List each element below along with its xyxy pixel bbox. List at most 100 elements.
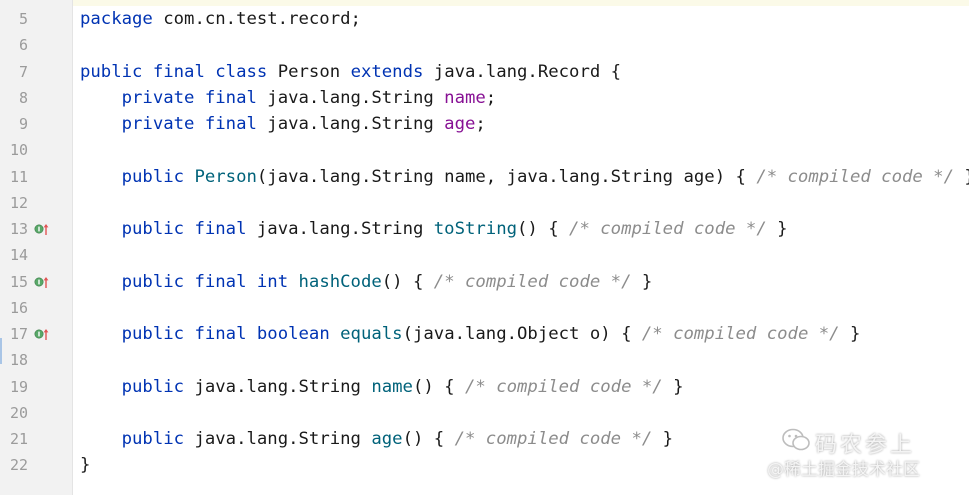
code-token: /* compiled code */ — [433, 271, 632, 292]
code-token — [80, 377, 122, 397]
code-token: /* compiled code */ — [454, 429, 653, 449]
code-text: private final java.lang.String name; — [80, 85, 497, 111]
code-token: name — [371, 376, 413, 397]
code-token: } — [80, 455, 91, 476]
code-token: public — [121, 376, 195, 397]
code-line[interactable]: 18 — [0, 347, 969, 373]
code-token: private — [121, 87, 205, 108]
line-number: 22 — [9, 456, 28, 475]
change-marker — [0, 338, 2, 364]
line-number: 16 — [9, 298, 28, 317]
watermark-title: 码农参上 — [815, 433, 916, 458]
code-token: } — [652, 429, 674, 449]
code-line[interactable]: 10 — [0, 137, 969, 163]
code-token: toString — [433, 219, 518, 239]
code-token: private — [121, 114, 205, 134]
code-text: public final class Person extends java.l… — [80, 59, 621, 85]
editor-top-strip — [0, 0, 969, 6]
code-token: final — [152, 61, 216, 82]
code-token: age — [371, 429, 403, 449]
code-token: /* compiled code */ — [756, 166, 954, 187]
code-token: Person — [194, 166, 257, 187]
code-token: int — [256, 271, 299, 292]
code-token: public — [121, 219, 195, 239]
code-token: final — [204, 114, 268, 134]
line-number: 19 — [9, 377, 28, 396]
code-token — [80, 324, 122, 344]
code-line[interactable]: 22} — [0, 452, 969, 478]
code-line[interactable]: 7 public final class Person extends java.… — [0, 59, 969, 85]
code-line[interactable]: 19 public java.lang.String name() { /* c… — [0, 374, 969, 400]
line-number: 13 — [9, 220, 28, 238]
code-line[interactable]: 21 public java.lang.String age() { /* co… — [0, 426, 969, 452]
code-token — [80, 272, 122, 292]
code-token: ; — [485, 87, 497, 108]
code-token — [80, 429, 122, 449]
line-number: 21 — [9, 430, 28, 448]
code-line[interactable]: 11 public Person(java.lang.String name, … — [0, 164, 969, 190]
code-line[interactable]: 9 private final java.lang.String age; — [0, 111, 969, 137]
code-text: public Person(java.lang.String name, jav… — [80, 164, 969, 190]
code-token: java.lang.String — [267, 87, 445, 108]
code-token: (java.lang.Object o) { — [402, 324, 642, 344]
code-token: } — [662, 376, 684, 397]
code-token — [80, 88, 122, 108]
code-token: public — [80, 61, 153, 82]
code-token: extends — [350, 61, 434, 82]
wechat-logo-icon — [782, 428, 810, 451]
override-method-icon[interactable] — [34, 327, 50, 341]
code-line[interactable]: 20 — [0, 400, 969, 426]
code-token: Person — [277, 61, 351, 82]
code-line[interactable]: 16 — [0, 295, 969, 321]
code-token: age — [444, 114, 476, 134]
code-token: public — [121, 324, 195, 344]
code-text: } — [80, 452, 90, 478]
code-token: public — [121, 271, 195, 292]
code-token: public — [121, 166, 195, 187]
line-number-gutter[interactable] — [0, 0, 73, 495]
code-line[interactable]: 15 public final int hashCode() { /* comp… — [0, 269, 969, 295]
override-method-icon[interactable] — [34, 275, 50, 289]
code-token: () { — [381, 271, 434, 292]
line-number: 20 — [9, 403, 28, 422]
code-token: () { — [412, 376, 465, 397]
code-token: (java.lang.String name, java.lang.String… — [256, 166, 757, 187]
line-number: 10 — [9, 141, 28, 160]
line-number: 7 — [18, 62, 28, 81]
code-token: () { — [517, 219, 570, 239]
line-number: 18 — [9, 351, 28, 370]
code-token: public — [121, 429, 195, 449]
code-token: /* compiled code */ — [465, 376, 663, 397]
code-token: } — [839, 324, 861, 344]
code-line[interactable]: 14 — [0, 242, 969, 268]
code-token: final — [194, 271, 257, 292]
line-number: 8 — [18, 88, 28, 107]
code-token: java.lang.String — [267, 114, 445, 134]
code-token: hashCode — [298, 271, 382, 292]
code-line[interactable]: 8 private final java.lang.String name; — [0, 85, 969, 111]
watermark-subtitle: @稀土掘金技术社区 — [767, 460, 920, 480]
code-token: class — [215, 61, 278, 82]
code-line[interactable]: 17 public final boolean equals(java.lang… — [0, 321, 969, 347]
code-token: package — [80, 9, 164, 29]
watermark: 码农参上 @稀土掘金技术社区 — [767, 425, 957, 485]
line-number: 5 — [18, 10, 28, 28]
code-token: java.lang.String — [194, 376, 372, 397]
code-token: } — [766, 219, 788, 239]
code-line[interactable]: 13 public final java.lang.String toStrin… — [0, 216, 969, 242]
code-token: ; — [475, 114, 486, 134]
code-token: java.lang.String — [194, 429, 372, 449]
line-number: 12 — [9, 193, 28, 212]
code-token: final — [194, 324, 257, 344]
override-method-icon[interactable] — [34, 222, 50, 236]
code-token: } — [631, 271, 653, 292]
code-line[interactable]: 6 — [0, 32, 969, 58]
code-token — [80, 114, 122, 134]
code-token: boolean — [256, 324, 341, 344]
code-token: () { — [402, 429, 455, 449]
code-text: private final java.lang.String age; — [80, 111, 486, 137]
line-number: 9 — [18, 115, 28, 133]
code-line[interactable]: 12 — [0, 190, 969, 216]
code-token — [80, 219, 122, 239]
